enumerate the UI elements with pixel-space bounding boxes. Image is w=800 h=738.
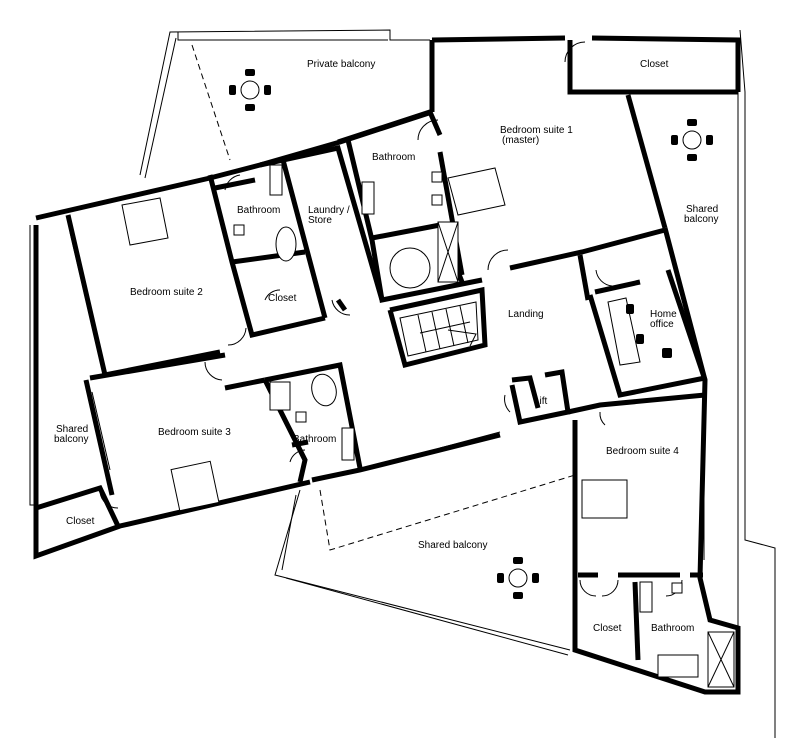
desk-chair-icon: [662, 348, 672, 358]
shower-icon: [389, 247, 431, 289]
table-chairs-icon: [671, 119, 713, 161]
sink-icon: [269, 164, 283, 196]
label-shared-balcony-bottom: Shared balcony: [418, 540, 488, 551]
label-bedroom-1-sub: (master): [502, 135, 539, 146]
desk-chair-icon: [636, 334, 644, 344]
label-closet-top: Closet: [640, 59, 669, 70]
staircase-icon: [399, 301, 479, 357]
windows: [69, 109, 705, 560]
desk-icon: [607, 297, 641, 366]
sink-icon: [361, 181, 375, 215]
room-labels: Private balcony Closet Bedroom suite 1 (…: [54, 59, 718, 634]
bed-icon: [581, 479, 628, 519]
label-laundry-2: Store: [308, 215, 332, 226]
label-bathroom-4: Bathroom: [651, 623, 694, 634]
toilet-icon: [431, 194, 443, 206]
bed-icon: [121, 197, 169, 246]
toilet-icon: [295, 411, 307, 423]
toilet-icon: [671, 582, 683, 594]
bed-icon: [447, 167, 506, 216]
table-chairs-icon: [497, 557, 539, 599]
bed-icon: [170, 460, 220, 512]
doors: [99, 41, 683, 597]
label-private-balcony: Private balcony: [307, 59, 375, 70]
bathtub-icon: [657, 654, 699, 678]
dashed-lines: [191, 44, 576, 551]
label-lift: Lift: [534, 396, 548, 407]
toilet-icon: [431, 171, 443, 183]
label-closet-left: Closet: [66, 516, 95, 527]
table-chairs-icon: [229, 69, 271, 111]
label-shared-balcony-right-2: balcony: [684, 214, 718, 225]
label-shared-balcony-right-1: Shared: [686, 204, 718, 215]
bathtub-icon: [311, 373, 337, 407]
label-bathroom-2: Bathroom: [237, 205, 280, 216]
label-laundry-1: Laundry /: [308, 205, 350, 216]
desk-chair-icon: [626, 304, 634, 314]
label-shared-balcony-left-1: Shared: [56, 424, 88, 435]
label-bedroom-2: Bedroom suite 2: [130, 287, 203, 298]
bathtub-icon: [275, 226, 297, 262]
label-closet-4: Closet: [593, 623, 622, 634]
label-bedroom-3: Bedroom suite 3: [158, 427, 231, 438]
label-bedroom-4: Bedroom suite 4: [606, 446, 679, 457]
walls: [33, 35, 741, 695]
label-home-office-2: office: [650, 319, 674, 330]
label-home-office-1: Home: [650, 309, 677, 320]
toilet-icon: [233, 224, 245, 236]
label-closet-2: Closet: [268, 293, 297, 304]
label-bathroom-3: Bathroom: [293, 434, 336, 445]
label-bathroom-1: Bathroom: [372, 152, 415, 163]
sink-icon: [639, 581, 653, 613]
label-landing: Landing: [508, 309, 544, 320]
sink-icon: [341, 427, 355, 461]
shower-icon: [269, 381, 291, 411]
label-bedroom-1: Bedroom suite 1: [500, 125, 573, 136]
label-shared-balcony-left-2: balcony: [54, 434, 88, 445]
